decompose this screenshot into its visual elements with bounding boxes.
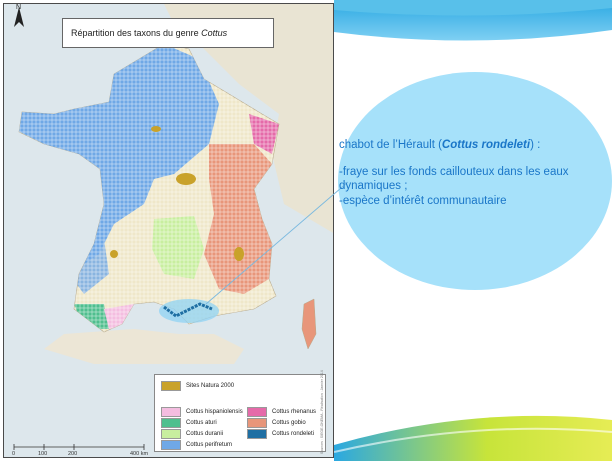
scale-tick: 400 km — [130, 451, 149, 457]
distribution-map: N Répartition des taxons du genre Cottus… — [3, 3, 334, 458]
species-heading: chabot de l’Hérault (Cottus rondeleti) : — [339, 139, 541, 151]
map-title: Répartition des taxons du genre Cottus — [62, 18, 274, 48]
legend-swatch — [161, 429, 181, 439]
slide-right-panel — [334, 0, 612, 461]
legend-swatch — [161, 440, 181, 450]
legend-swatch — [161, 407, 181, 417]
species-fact-spawning: -fraye sur les fonds caillouteux dans le… — [339, 165, 569, 193]
legend-item: Cottus rondeleti — [247, 429, 314, 439]
legend-item: Cottus rhenanus — [247, 407, 316, 417]
legend-item: Cottus aturi — [161, 418, 217, 428]
legend-swatch — [161, 418, 181, 428]
species-info-text: chabot de l’Hérault (Cottus rondeleti) :… — [339, 138, 609, 208]
north-arrow-icon — [14, 7, 24, 27]
map-title-genus: Cottus — [201, 28, 228, 38]
legend-item: Cottus duranii — [161, 429, 223, 439]
scale-tick: 100 — [38, 451, 48, 457]
legend-item: Cottus perifretum — [161, 440, 232, 450]
scale-bar: 0 100 200 400 km — [12, 443, 152, 457]
map-legend: Sites Natura 2000 Cottus hispaniolensis … — [154, 374, 326, 452]
info-bubble — [338, 72, 612, 290]
legend-swatch — [247, 407, 267, 417]
scale-tick: 200 — [68, 451, 78, 457]
species-fact-status: -espèce d’intérêt communautaire — [339, 194, 507, 207]
legend-item: Cottus hispaniolensis — [161, 407, 243, 417]
legend-item-natura: Sites Natura 2000 — [161, 381, 234, 391]
scale-bar-line — [13, 444, 145, 450]
north-label: N — [16, 4, 22, 11]
map-credit: Sources : SIEGE-ONEMA - Réalisation : Ja… — [320, 370, 324, 454]
slide-decoration — [334, 0, 612, 461]
species-name: Cottus rondeleti — [441, 139, 531, 151]
legend-swatch — [247, 418, 267, 428]
legend-item: Cottus gobio — [247, 418, 306, 428]
legend-swatch-natura — [161, 381, 181, 391]
legend-swatch — [247, 429, 267, 439]
scale-tick: 0 — [12, 451, 16, 457]
